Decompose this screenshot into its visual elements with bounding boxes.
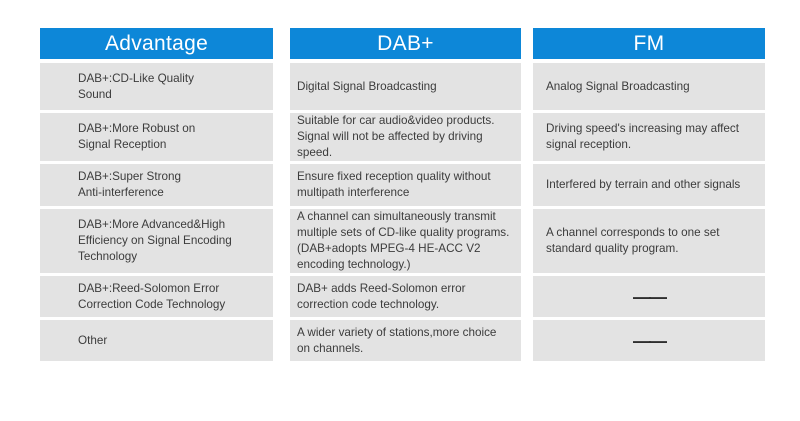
- cell-advantage-row5: DAB+:Reed-Solomon Error Correction Code …: [40, 276, 273, 317]
- cell-advantage-row4: DAB+:More Advanced&High Efficiency on Si…: [40, 209, 273, 273]
- cell-advantage-row6: Other: [40, 320, 273, 361]
- column-header-fm: FM: [533, 28, 765, 59]
- column-header-advantage: Advantage: [40, 28, 273, 59]
- cell-text: DAB+ adds Reed-Solomon error correction …: [297, 281, 466, 311]
- dash-placeholder: ——: [633, 286, 667, 307]
- cell-text: DAB+:Reed-Solomon Error Correction Code …: [78, 281, 226, 311]
- cell-text: Digital Signal Broadcasting: [297, 79, 437, 93]
- column-fm: FM Analog Signal Broadcasting Driving sp…: [533, 28, 765, 364]
- cell-dab-row2: Suitable for car audio&video products. S…: [290, 113, 521, 161]
- column-header-dab-plus: DAB+: [290, 28, 521, 59]
- cell-text: Suitable for car audio&video products. S…: [297, 114, 495, 159]
- cell-advantage-row3: DAB+:Super Strong Anti-interference: [40, 164, 273, 206]
- cell-text: DAB+:More Robust on Signal Reception: [78, 122, 196, 151]
- cell-dab-row1: Digital Signal Broadcasting: [290, 63, 521, 110]
- cell-text: Analog Signal Broadcasting: [546, 79, 690, 93]
- cell-dab-row4: A channel can simultaneously transmit mu…: [290, 209, 521, 273]
- column-header-fm-label: FM: [633, 31, 665, 55]
- column-header-dab-plus-label: DAB+: [377, 31, 434, 55]
- cell-text: Interfered by terrain and other signals: [546, 178, 741, 191]
- column-advantage: Advantage DAB+:CD-Like Quality Sound DAB…: [40, 28, 273, 364]
- column-header-advantage-label: Advantage: [104, 31, 209, 55]
- cell-text: Driving speed's increasing may affect si…: [546, 122, 740, 151]
- cell-fm-row5: ——: [533, 276, 765, 317]
- cell-text: DAB+:Super Strong Anti-interference: [78, 170, 181, 199]
- cell-advantage-row2: DAB+:More Robust on Signal Reception: [40, 113, 273, 161]
- cell-text: A channel can simultaneously transmit mu…: [297, 210, 510, 271]
- cell-fm-row4: A channel corresponds to one set standar…: [533, 209, 765, 273]
- cell-text: Ensure fixed reception quality without m…: [297, 170, 491, 199]
- cell-text: Other: [78, 333, 108, 347]
- cell-dab-row6: A wider variety of stations,more choice …: [290, 320, 521, 361]
- cell-fm-row2: Driving speed's increasing may affect si…: [533, 113, 765, 161]
- cell-text: A wider variety of stations,more choice …: [297, 325, 497, 355]
- cell-dab-row5: DAB+ adds Reed-Solomon error correction …: [290, 276, 521, 317]
- column-dab-plus: DAB+ Digital Signal Broadcasting Suitabl…: [290, 28, 521, 364]
- cell-text: DAB+:More Advanced&High Efficiency on Si…: [78, 218, 232, 263]
- cell-fm-row1: Analog Signal Broadcasting: [533, 63, 765, 110]
- cell-fm-row6: ——: [533, 320, 765, 361]
- dash-placeholder: ——: [633, 330, 667, 351]
- cell-dab-row3: Ensure fixed reception quality without m…: [290, 164, 521, 206]
- cell-advantage-row1: DAB+:CD-Like Quality Sound: [40, 63, 273, 110]
- comparison-table: Advantage DAB+:CD-Like Quality Sound DAB…: [40, 28, 765, 364]
- cell-fm-row3: Interfered by terrain and other signals: [533, 164, 765, 206]
- cell-text: A channel corresponds to one set standar…: [546, 226, 720, 255]
- cell-text: DAB+:CD-Like Quality Sound: [78, 71, 194, 101]
